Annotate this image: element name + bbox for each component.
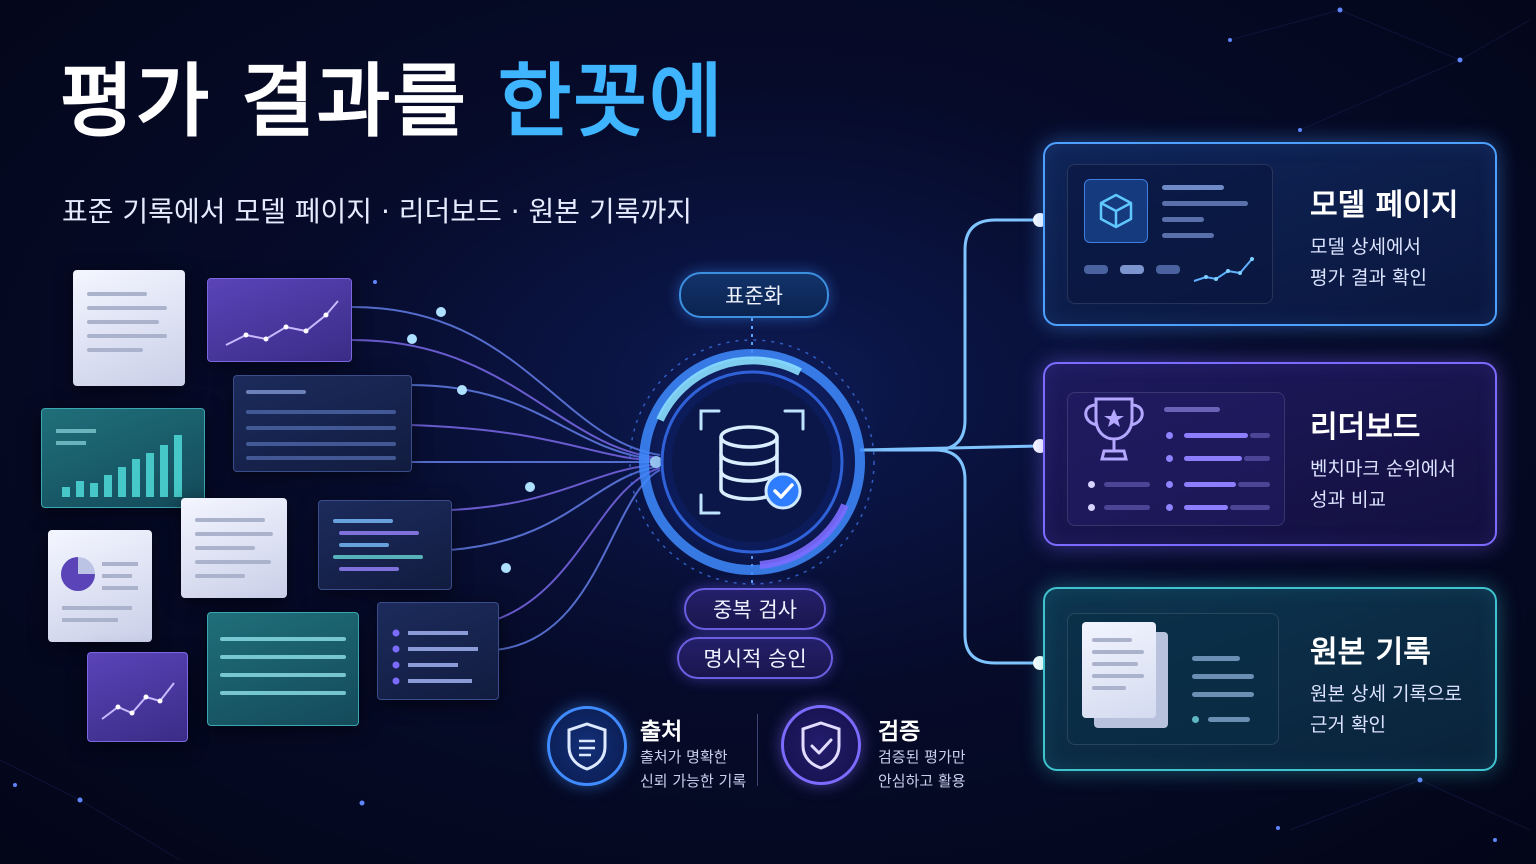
bar-chart-document: [41, 408, 205, 508]
leaderboard-title: 리더보드: [1310, 410, 1421, 445]
original-record-title: 원본 기록: [1310, 635, 1431, 670]
model-page-title: 모델 페이지: [1310, 188, 1459, 223]
original-record-desc: 원본 상세 기록으로 근거 확인: [1310, 679, 1462, 741]
model-page-desc-line: 모델 상세에서: [1310, 236, 1421, 258]
model-page-thumbnail: [1067, 164, 1273, 304]
model-page-card[interactable]: 모델 페이지 모델 상세에서 평가 결과 확인: [1043, 142, 1497, 326]
original-record-card[interactable]: 원본 기록 원본 상세 기록으로 근거 확인: [1043, 587, 1497, 771]
page-title: 평가 결과를 한꼿에: [60, 62, 725, 142]
database-check-icon: [697, 407, 807, 517]
line-chart-document: [87, 652, 188, 742]
explicit-approval-pill: 명시적 승인: [677, 637, 833, 679]
shield-check-icon: [781, 705, 861, 785]
trophy-icon: [1084, 397, 1144, 461]
text-document: [181, 498, 287, 598]
leaderboard-desc: 벤치마크 순위에서 성과 비교: [1310, 454, 1456, 516]
page-subtitle: 표준 기록에서 모델 페이지 · 리더보드 · 원본 기록까지: [62, 195, 692, 228]
text-document: [73, 270, 185, 386]
table-document: [207, 612, 359, 726]
pie-chart-document: [48, 530, 152, 642]
list-document: [377, 602, 499, 700]
leaderboard-thumbnail: [1067, 392, 1285, 526]
badge-verified-line: 검증된 평가만: [878, 748, 966, 766]
badge-verified-line: 안심하고 활용: [878, 772, 966, 790]
badge-source-line: 신뢰 가능한 기록: [640, 772, 747, 790]
duplicate-check-pill: 중복 검사: [684, 588, 826, 630]
code-document: [318, 500, 452, 590]
document-stack-icon: [1082, 622, 1172, 732]
line-chart-document: [207, 278, 352, 362]
original-record-desc-line: 근거 확인: [1310, 714, 1386, 736]
table-document: [233, 375, 412, 472]
model-page-desc-line: 평가 결과 확인: [1310, 267, 1427, 289]
cube-icon: [1084, 179, 1148, 243]
badge-source-title: 출처: [640, 719, 683, 745]
title-main: 평가 결과를: [60, 55, 498, 148]
original-record-desc-line: 원본 상세 기록으로: [1310, 683, 1462, 705]
badge-verified-title: 검증: [878, 719, 921, 745]
badge-source-desc: 출처가 명확한 신뢰 가능한 기록: [640, 745, 746, 793]
badge-source-line: 출처가 명확한: [640, 748, 728, 766]
leaderboard-desc-line: 벤치마크 순위에서: [1310, 458, 1456, 480]
model-page-desc: 모델 상세에서 평가 결과 확인: [1310, 232, 1427, 294]
badge-divider: [757, 714, 758, 786]
badge-verified-desc: 검증된 평가만 안심하고 활용: [878, 745, 966, 793]
standardization-pill: 표준화: [679, 272, 829, 318]
original-record-thumbnail: [1067, 613, 1279, 745]
leaderboard-card[interactable]: 리더보드 벤치마크 순위에서 성과 비교: [1043, 362, 1497, 546]
leaderboard-desc-line: 성과 비교: [1310, 489, 1386, 511]
shield-document-icon: [547, 706, 627, 786]
title-accent: 한꼿에: [497, 55, 725, 148]
